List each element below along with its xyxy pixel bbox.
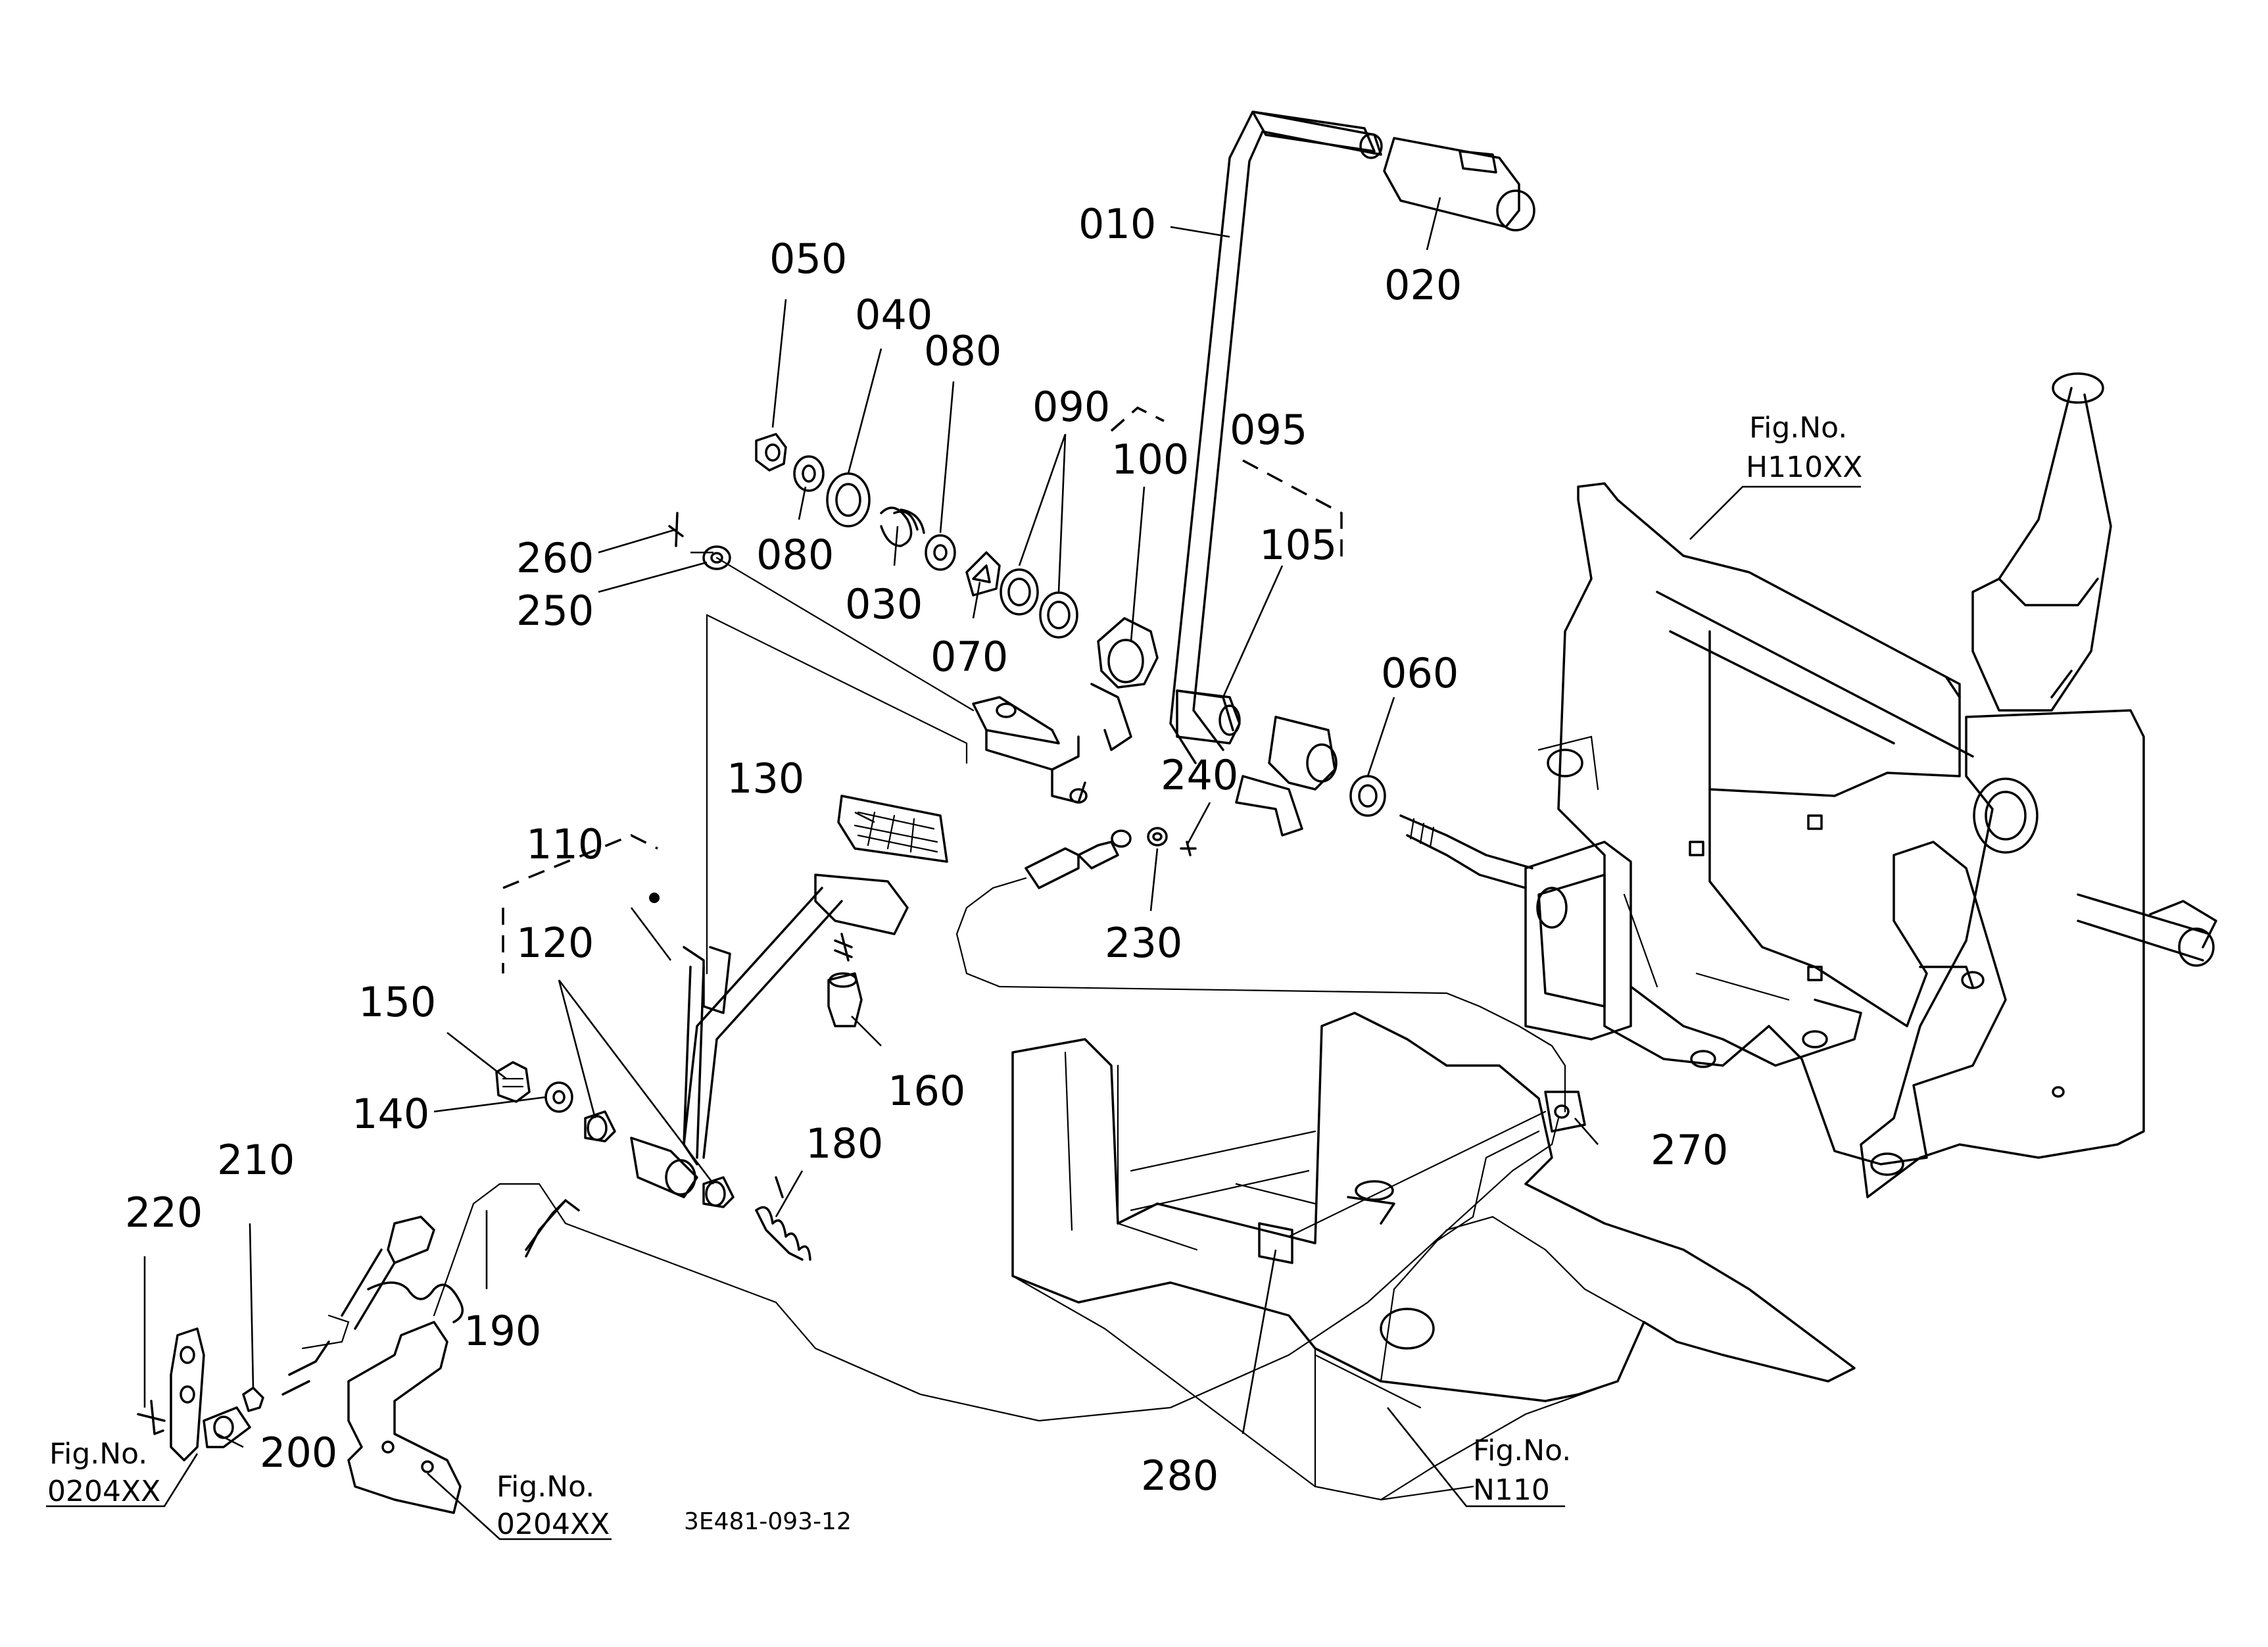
label-020: 020 xyxy=(1384,261,1462,309)
label-130: 130 xyxy=(727,754,804,802)
leader-lines xyxy=(46,197,1861,1540)
label-120: 120 xyxy=(516,919,594,967)
part-labels: 010 020 050 040 080 090 095 100 105 060 … xyxy=(125,200,1728,1500)
label-230: 230 xyxy=(1105,919,1182,967)
fig-0204-mid-label: Fig.No. xyxy=(496,1470,594,1504)
label-180: 180 xyxy=(806,1119,883,1168)
label-040: 040 xyxy=(855,291,932,339)
washer-stack xyxy=(755,433,1234,731)
fig-0204-left-code: 0204XX xyxy=(47,1475,160,1508)
label-100: 100 xyxy=(1111,435,1189,483)
label-220: 220 xyxy=(125,1189,203,1237)
label-080-bottom: 080 xyxy=(756,531,834,579)
label-090: 090 xyxy=(1032,383,1110,431)
label-190: 190 xyxy=(464,1307,541,1355)
shaft-060 xyxy=(1349,775,1533,889)
assembly-lines xyxy=(706,556,975,975)
label-160: 160 xyxy=(888,1067,965,1115)
label-105: 105 xyxy=(1259,521,1337,569)
label-060: 060 xyxy=(1381,649,1459,697)
frame-assembly xyxy=(1524,372,2217,1198)
label-270: 270 xyxy=(1651,1126,1728,1174)
rod-assembly xyxy=(564,827,1586,1422)
hand-lever xyxy=(1169,111,1535,837)
fig-h110-label: Fig.No. xyxy=(1749,411,1847,445)
floor-panel xyxy=(1011,1012,1856,1501)
washer-250 xyxy=(668,512,731,570)
label-030: 030 xyxy=(845,580,923,628)
label-095: 095 xyxy=(1230,406,1307,454)
pedal-assembly xyxy=(495,795,948,1261)
label-200: 200 xyxy=(260,1429,337,1477)
fig-n110-label: Fig.No. xyxy=(1473,1434,1571,1467)
label-050: 050 xyxy=(769,235,847,283)
label-070: 070 xyxy=(930,633,1008,681)
group-brackets xyxy=(502,406,1343,973)
drawing-code: 3E481-093-12 xyxy=(684,1508,852,1535)
bracket-100 xyxy=(972,617,1159,804)
fig-h110-code: H110XX xyxy=(1746,451,1862,484)
fig-0204-mid-code: 0204XX xyxy=(496,1508,610,1541)
fig-n110-code: N110 xyxy=(1473,1473,1550,1507)
label-010: 010 xyxy=(1078,200,1156,248)
label-080-top: 080 xyxy=(924,327,1001,375)
label-210: 210 xyxy=(217,1136,295,1184)
label-250: 250 xyxy=(516,587,594,635)
label-280: 280 xyxy=(1141,1452,1218,1500)
label-240: 240 xyxy=(1161,751,1238,799)
figure-references: Fig.No. H110XX Fig.No. N110 Fig.No. 0204… xyxy=(47,411,1862,1541)
label-150: 150 xyxy=(358,978,436,1026)
label-140: 140 xyxy=(352,1090,429,1138)
label-110: 110 xyxy=(526,820,604,868)
fig-0204-left-label: Fig.No. xyxy=(49,1437,147,1471)
label-260: 260 xyxy=(516,534,594,582)
